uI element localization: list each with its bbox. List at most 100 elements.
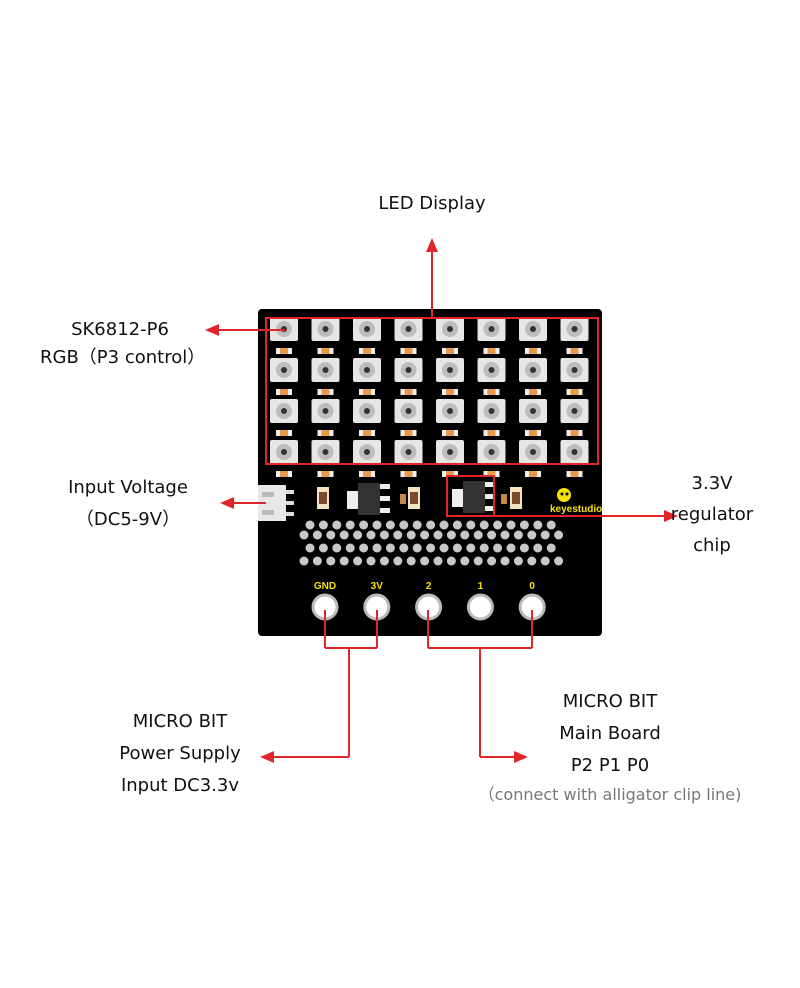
main-board-label-line3: P2 P1 P0 bbox=[570, 755, 650, 776]
led-display-label: LED Display bbox=[378, 193, 486, 214]
main-board-label-line1: MICRO BIT bbox=[562, 691, 658, 712]
header-pad bbox=[399, 520, 409, 530]
main-board-label-line2: Main Board bbox=[559, 723, 661, 744]
header-pad bbox=[466, 543, 476, 553]
header-pad bbox=[446, 530, 456, 540]
led-resistor bbox=[400, 430, 417, 436]
capacitor bbox=[317, 487, 329, 509]
rgb-led bbox=[353, 440, 381, 464]
arrow-left-icon bbox=[220, 497, 234, 509]
rgb-led bbox=[353, 399, 381, 423]
rgb-led bbox=[353, 358, 381, 382]
header-pad bbox=[385, 520, 395, 530]
rgb-led bbox=[477, 317, 506, 341]
arrowheads bbox=[205, 238, 678, 763]
led-resistor bbox=[566, 430, 583, 436]
rgb-led bbox=[436, 440, 464, 464]
pin-label: GND bbox=[314, 581, 336, 592]
header-pad bbox=[473, 556, 483, 566]
power-label-line3: Input DC3.3v bbox=[120, 775, 240, 796]
input-voltage-label-line1: Input Voltage bbox=[68, 477, 188, 498]
header-pad bbox=[412, 520, 422, 530]
header-pad bbox=[345, 543, 355, 553]
input-voltage-label-line2: （DC5-9V） bbox=[75, 509, 181, 530]
header-pad bbox=[318, 543, 328, 553]
header-pad bbox=[366, 530, 376, 540]
header-pad bbox=[305, 543, 315, 553]
header-pad bbox=[473, 530, 483, 540]
sk6812-label-line2: RGB（P3 control） bbox=[40, 347, 206, 368]
header-pad bbox=[452, 543, 462, 553]
header-pad bbox=[393, 530, 403, 540]
header-pad bbox=[399, 543, 409, 553]
header-pad bbox=[546, 543, 556, 553]
header-pad bbox=[406, 530, 416, 540]
header-pad bbox=[299, 530, 309, 540]
main-board-note: （connect with alligator clip line) bbox=[478, 785, 742, 804]
power-label-line1: MICRO BIT bbox=[132, 711, 228, 732]
pcb-board bbox=[258, 309, 602, 636]
pin-label: 0 bbox=[529, 581, 535, 592]
rgb-led bbox=[270, 358, 298, 382]
rgb-led bbox=[270, 399, 298, 423]
power-label-line2: Power Supply bbox=[119, 743, 241, 764]
rgb-led bbox=[353, 317, 381, 341]
header-pad bbox=[439, 520, 449, 530]
regulator-label-line1: 3.3V bbox=[691, 473, 733, 494]
header-pad bbox=[379, 556, 389, 566]
header-pad bbox=[385, 543, 395, 553]
header-pad bbox=[339, 556, 349, 566]
rgb-led bbox=[311, 399, 340, 423]
led-matrix bbox=[270, 317, 589, 477]
led-resistor bbox=[359, 389, 375, 395]
header-pad bbox=[527, 556, 537, 566]
led-resistor bbox=[400, 471, 417, 477]
header-pad bbox=[353, 530, 363, 540]
led-resistor bbox=[566, 348, 583, 354]
header-pad bbox=[299, 556, 309, 566]
header-pad bbox=[479, 520, 489, 530]
arrow-up-icon bbox=[426, 238, 438, 252]
header-pad bbox=[353, 556, 363, 566]
header-pad bbox=[426, 543, 436, 553]
header-pad bbox=[332, 543, 342, 553]
header-pad bbox=[332, 520, 342, 530]
header-pad bbox=[312, 556, 322, 566]
led-resistor bbox=[317, 471, 334, 477]
led-resistor bbox=[483, 348, 500, 354]
led-resistor bbox=[359, 430, 375, 436]
rgb-led bbox=[394, 358, 423, 382]
header-pad bbox=[372, 543, 382, 553]
arrow-right-icon bbox=[514, 751, 528, 763]
led-resistor bbox=[400, 348, 417, 354]
header-pad bbox=[460, 556, 470, 566]
rgb-led bbox=[519, 440, 547, 464]
header-pad bbox=[513, 556, 523, 566]
header-pad bbox=[412, 543, 422, 553]
header-pad bbox=[366, 556, 376, 566]
header-pad bbox=[393, 556, 403, 566]
led-resistor bbox=[442, 471, 458, 477]
header-pad bbox=[426, 520, 436, 530]
header-pad bbox=[519, 520, 529, 530]
rgb-led bbox=[436, 399, 464, 423]
rgb-led bbox=[519, 317, 547, 341]
rgb-led bbox=[311, 317, 340, 341]
header-pad bbox=[506, 543, 516, 553]
sk6812-label-line1: SK6812-P6 bbox=[71, 319, 169, 340]
header-pad bbox=[540, 556, 550, 566]
header-pad bbox=[452, 520, 462, 530]
header-pad bbox=[420, 556, 430, 566]
led-resistor bbox=[483, 430, 500, 436]
capacitor bbox=[510, 487, 522, 509]
header-pad bbox=[493, 520, 503, 530]
led-resistor bbox=[359, 471, 375, 477]
header-pad bbox=[500, 530, 510, 540]
regulator-label-line3: chip bbox=[693, 535, 731, 556]
led-resistor bbox=[483, 389, 500, 395]
header-pad bbox=[359, 520, 369, 530]
keyestudio-logo-icon bbox=[557, 488, 571, 502]
capacitor bbox=[408, 487, 420, 509]
header-pad bbox=[487, 530, 497, 540]
